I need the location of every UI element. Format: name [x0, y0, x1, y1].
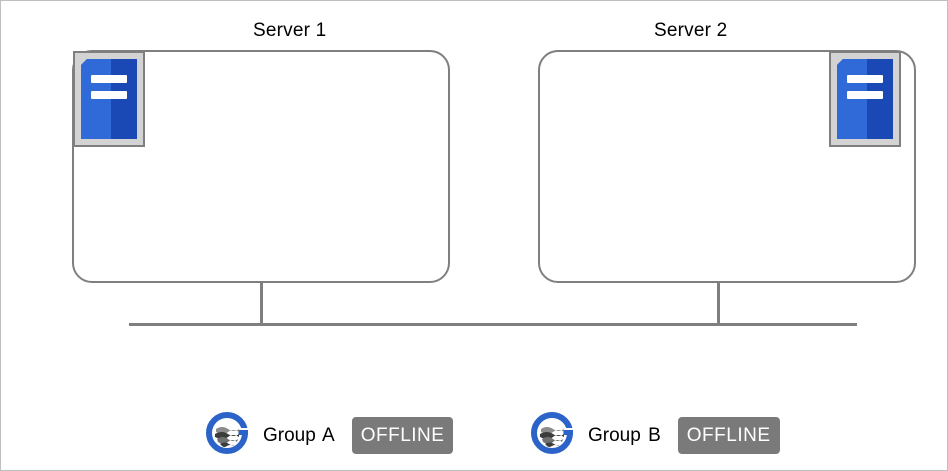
server-1-title: Server 1 — [253, 20, 327, 41]
group-b-label: Group B — [588, 424, 661, 446]
group-logo-icon — [205, 411, 257, 460]
server-1-connector — [260, 283, 263, 325]
server-2-title: Server 2 — [654, 20, 728, 41]
group-a: Group A OFFLINE — [205, 411, 454, 460]
group-b-status-badge: OFFLINE — [677, 417, 780, 454]
group-a-label: Group A — [263, 424, 335, 446]
group-b: Group B OFFLINE — [530, 411, 780, 460]
group-a-status-badge: OFFLINE — [351, 417, 454, 454]
server-2-connector — [717, 283, 720, 325]
server-icon — [829, 51, 901, 147]
server-icon — [73, 51, 145, 147]
network-line — [129, 323, 857, 326]
group-logo-icon — [530, 411, 582, 460]
